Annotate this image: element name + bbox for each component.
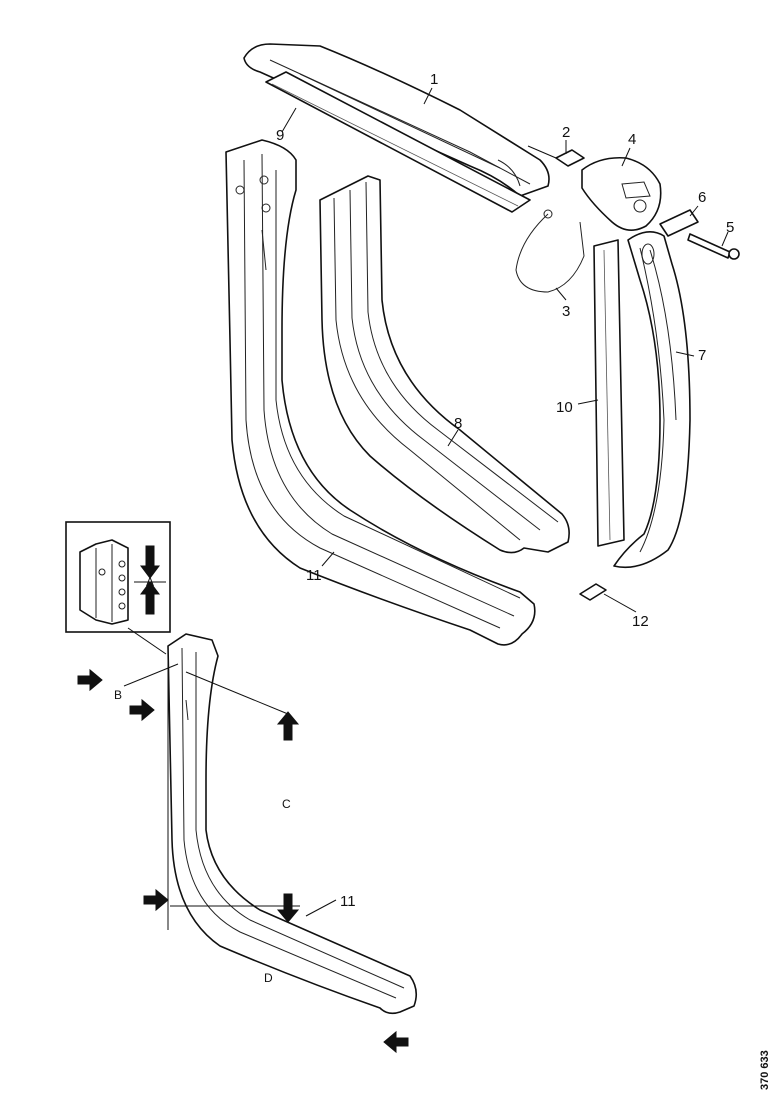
part-5-bolt	[687, 233, 740, 260]
callout-12: 12	[632, 613, 649, 630]
detail-inset	[65, 521, 171, 633]
part-11-lower-frame	[167, 633, 418, 1015]
leader-lines	[281, 87, 729, 917]
part-12-pin	[579, 583, 607, 601]
part-11-upper-frame	[225, 139, 536, 646]
callout-11-lower: 11	[340, 893, 356, 910]
part-10-side-seal	[593, 239, 625, 547]
part-8-inner-channel	[319, 175, 570, 554]
part-9-top-seal	[265, 71, 531, 213]
part-2-pin	[527, 145, 585, 167]
callout-4: 4	[628, 131, 636, 148]
part-6-sleeve	[659, 209, 699, 237]
callout-3: 3	[562, 303, 570, 320]
callout-labels: 1 2 4 6 5 9 3 7 10 8 11 12 11	[276, 71, 734, 910]
dimension-letter-a: A	[146, 575, 154, 589]
part-4-bracket	[581, 156, 662, 231]
callout-2: 2	[562, 124, 570, 141]
callout-11-upper: 11	[306, 567, 322, 584]
part-7-side-member	[613, 231, 691, 569]
figure-number: 370 633	[759, 1050, 771, 1090]
callout-7: 7	[698, 347, 706, 364]
dimension-letter-d: D	[264, 971, 273, 985]
part-3-clip	[515, 209, 585, 293]
measurement-marks	[77, 627, 409, 1054]
dimension-letter-b: B	[114, 688, 122, 702]
callout-5: 5	[726, 219, 734, 236]
dimension-letter-c: C	[282, 797, 291, 811]
callout-9: 9	[276, 127, 284, 144]
callout-8: 8	[454, 415, 462, 432]
callout-6: 6	[698, 189, 706, 206]
dimension-letters: A B C D	[114, 575, 291, 985]
part-1-top-member	[243, 43, 550, 197]
callout-1: 1	[430, 71, 438, 88]
callout-10: 10	[556, 399, 573, 416]
